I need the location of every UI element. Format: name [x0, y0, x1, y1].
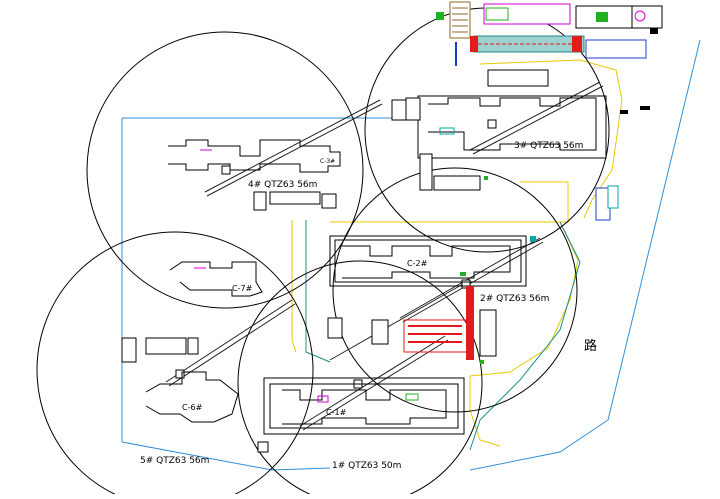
- building-c1: C-1#: [263, 377, 465, 435]
- crane-2-label: 2# QTZ63 56m: [480, 294, 549, 304]
- crane-2-radius: [332, 167, 578, 413]
- crane-1-label: 1# QTZ63 50m: [332, 461, 401, 471]
- building-c3-label: C-3#: [320, 158, 335, 165]
- crane-5-mast: [175, 369, 185, 379]
- crane-1-radius: [237, 260, 483, 499]
- camp-area: [436, 1, 663, 221]
- building-c2: C-2#: [329, 235, 527, 287]
- crane-labels: 4# QTZ63 56m 3# QTZ63 56m 2# QTZ63 56m 5…: [140, 141, 583, 471]
- building-c6-label: C-6#: [182, 403, 203, 412]
- crane-4-radius: [86, 31, 364, 309]
- site-boundary: [121, 39, 701, 471]
- site-markers: [257, 176, 536, 453]
- building-c7-label: C-7#: [232, 284, 253, 293]
- building-northeast: [417, 95, 607, 159]
- crane-3-mast: [487, 119, 497, 129]
- building-c2-label: C-2#: [407, 259, 428, 268]
- crane-5-label: 5# QTZ63 56m: [140, 456, 209, 466]
- crane-4-mast: [221, 165, 231, 175]
- building-c7: C-7#: [169, 261, 263, 297]
- building-c1-label: C-1#: [326, 408, 347, 417]
- road-edges: [305, 220, 581, 451]
- crane-4-label: 4# QTZ63 56m: [248, 180, 317, 190]
- building-c6: C-6#: [145, 371, 239, 423]
- processing-yard: [403, 286, 474, 360]
- site-facilities: [121, 69, 549, 363]
- building-c3: C-3#: [168, 139, 341, 173]
- road-label: 路: [584, 338, 597, 354]
- crane-masts: [175, 119, 497, 389]
- crane-5-radius: [36, 231, 314, 499]
- crane-3-label: 3# QTZ63 56m: [514, 141, 583, 151]
